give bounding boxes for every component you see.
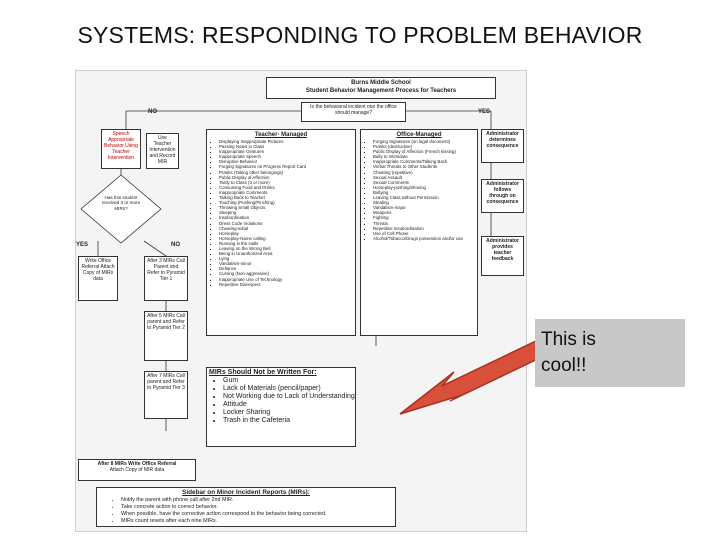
branch-no-label: NO <box>171 242 180 248</box>
office-managed-heading: Office-Managed <box>363 131 475 139</box>
slide-title: SYSTEMS: RESPONDING TO PROBLEM BEHAVIOR <box>0 22 720 49</box>
sidebar-item: Take concrete action to correct behavior… <box>121 504 393 511</box>
diamond-text: Has this student received 3 or more MIRs… <box>98 195 144 211</box>
note-box: This is cool!! <box>535 319 685 387</box>
after8-box: After 8 MIRs Write Office Referral Attac… <box>78 459 196 481</box>
teacher-intervention-box: Speech Appropriate Behavior Using Teache… <box>101 129 141 169</box>
mir-item: Attitude <box>223 401 353 409</box>
office-managed-box: Office-Managed Forging Signatures (on le… <box>360 129 478 336</box>
note-line-1: This is <box>541 327 679 353</box>
mir-list: GumLack of Materials (pencil/paper)Not W… <box>209 377 353 425</box>
mir-box: MIRs Should Not be Written For: GumLack … <box>206 367 356 447</box>
teacher-managed-item: Repetitive Disrespect <box>219 282 353 287</box>
mir-item: Trash in the Cafeteria <box>223 417 353 425</box>
admin-determines-box: Administrator determines consequence <box>481 129 524 163</box>
admin-follows-box: Administrator follows through on consequ… <box>481 179 524 213</box>
teacher-managed-box: Teacher- Managed Displaying Inappropriat… <box>206 129 356 336</box>
sidebar-item: Notify the parent with phone call after … <box>121 497 393 504</box>
office-managed-list: Forging Signatures (on legal document)Pr… <box>363 139 475 241</box>
sidebar-box: Sidebar on Minor Incident Reports (MIRs)… <box>96 487 396 527</box>
branch-yes-label: YES <box>76 242 88 248</box>
flowchart-image: Burns Middle School Student Behavior Man… <box>75 70 527 532</box>
school-header: Burns Middle School Student Behavior Man… <box>266 77 496 99</box>
after3-box: After 3 MIRs Call Parent and Refer to Py… <box>144 256 188 301</box>
after5-box: After 5 MIRs Call parent and Refer to Py… <box>144 311 188 361</box>
office-managed-item: Alcohol/Tobacco/Drugs possession and/or … <box>373 236 475 241</box>
header-line-1: Burns Middle School <box>269 79 493 87</box>
sidebar-list: Notify the parent with phone call after … <box>99 497 393 525</box>
admin-feedback-box: Administrator provides teacher feedback <box>481 236 524 276</box>
no-label: NO <box>148 109 157 115</box>
teacher-managed-list: Displaying Inappropriate PicturesPassing… <box>209 139 353 287</box>
mir-item: Locker Sharing <box>223 409 353 417</box>
header-line-2: Student Behavior Management Process for … <box>269 87 493 95</box>
sidebar-heading: Sidebar on Minor Incident Reports (MIRs)… <box>99 489 393 497</box>
use-teacher-box: Use Teacher Intervention and Record MIR <box>146 133 179 169</box>
mir-item: Not Working due to Lack of Understanding <box>223 393 353 401</box>
teacher-managed-heading: Teacher- Managed <box>209 131 353 139</box>
yes-label: YES <box>478 109 490 115</box>
after7-box: After 7 MIRs Call parent and Refer to Py… <box>144 371 188 419</box>
question-box: Is the behavioral incident one the offic… <box>301 102 406 122</box>
note-line-2: cool!! <box>541 353 679 379</box>
mir-item: Gum <box>223 377 353 385</box>
after8-line-2: Attach Copy of MIR data <box>81 467 193 473</box>
sidebar-item: MIRs count resets after each nine MIRs. <box>121 518 393 525</box>
write-referral-box: Write Office Referral Attach Copy of MIR… <box>78 256 118 301</box>
mir-item: Lack of Materials (pencil/paper) <box>223 385 353 393</box>
sidebar-item: When possible, have the corrective actio… <box>121 511 393 518</box>
mir-heading: MIRs Should Not be Written For: <box>209 369 353 377</box>
